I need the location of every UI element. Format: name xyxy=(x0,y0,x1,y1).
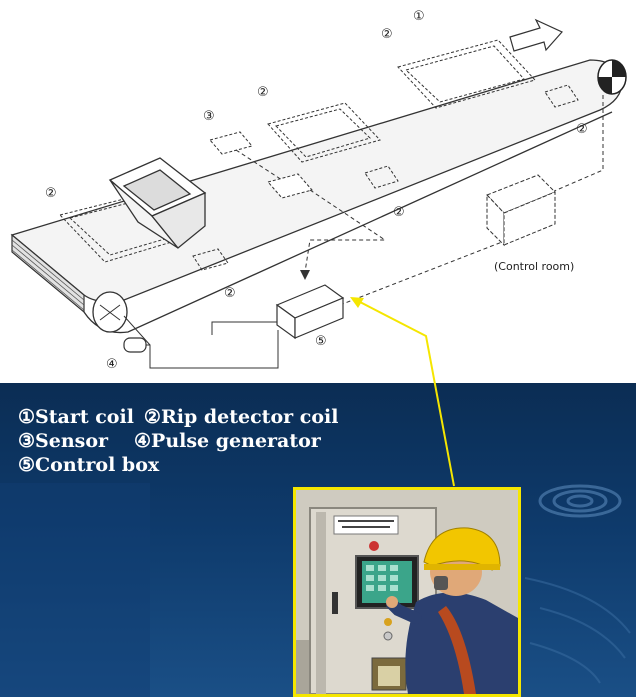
marker-rip-coil-4: ② xyxy=(45,186,57,201)
legend-row-1: ①Start coil ②Rip detector coil xyxy=(18,405,438,429)
marker-control-box: ⑤ xyxy=(315,334,327,349)
control-box-photo xyxy=(293,487,521,697)
conveyor-belt-drawing: (Control room) ① ② ② ③ ② ② ② ② ⑤ ④ xyxy=(0,0,636,383)
marker-start-coil: ① xyxy=(413,9,425,24)
control-room-label: (Control room) xyxy=(494,260,574,273)
legend-control-box: ⑤Control box xyxy=(18,453,159,477)
legend-pulse-generator: ④Pulse generator xyxy=(134,429,321,453)
legend: ①Start coil ②Rip detector coil ③Sensor④Pu… xyxy=(18,405,438,477)
marker-rip-coil-2: ② xyxy=(257,85,269,100)
marker-rip-coil-3: ② xyxy=(576,122,588,137)
legend-row-3: ⑤Control box xyxy=(18,453,438,477)
direction-arrow xyxy=(510,20,562,51)
legend-start-coil: ①Start coil xyxy=(18,405,134,429)
control-box xyxy=(277,285,343,338)
marker-rip-coil-1: ② xyxy=(381,27,393,42)
marker-sensor: ③ xyxy=(203,109,215,124)
photo-illustration xyxy=(296,490,518,694)
conveyor-diagram: (Control room) ① ② ② ③ ② ② ② ② ⑤ ④ xyxy=(0,0,636,383)
legend-rip-detector-coil: ②Rip detector coil xyxy=(144,405,339,429)
pulse-generator xyxy=(124,330,278,368)
marker-rip-coil-6: ② xyxy=(224,286,236,301)
legend-sensor: ③Sensor xyxy=(18,429,134,453)
control-room-box xyxy=(487,175,555,245)
legend-row-2: ③Sensor④Pulse generator xyxy=(18,429,438,453)
marker-pulse-generator: ④ xyxy=(106,357,118,372)
marker-rip-coil-5: ② xyxy=(393,205,405,220)
